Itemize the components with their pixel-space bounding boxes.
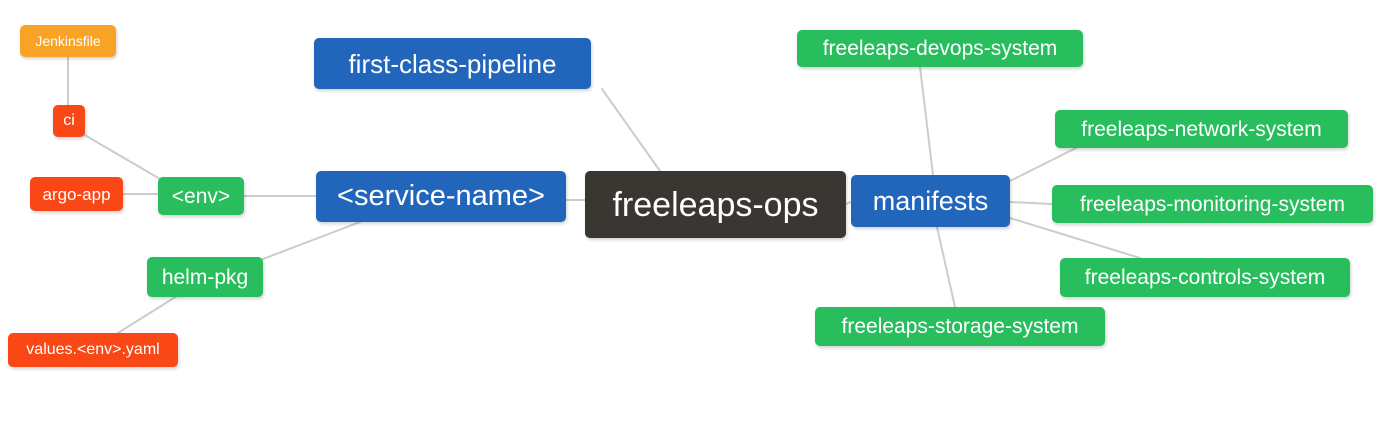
node-helm-pkg[interactable]: helm-pkg bbox=[147, 257, 263, 297]
node-freeleaps-storage-system[interactable]: freeleaps-storage-system bbox=[815, 307, 1105, 346]
node-argo-app[interactable]: argo-app bbox=[30, 177, 123, 211]
node-values-env-yaml[interactable]: values.<env>.yaml bbox=[8, 333, 178, 367]
edge-values-helm-pkg bbox=[117, 295, 178, 334]
edge-manifests-network bbox=[1007, 147, 1077, 183]
node-env[interactable]: <env> bbox=[158, 177, 244, 215]
edge-ci-env bbox=[82, 133, 161, 180]
node-ci[interactable]: ci bbox=[53, 105, 85, 137]
node-service-name[interactable]: <service-name> bbox=[316, 171, 566, 222]
node-freeleaps-ops-root[interactable]: freeleaps-ops bbox=[585, 171, 846, 238]
node-freeleaps-devops-system[interactable]: freeleaps-devops-system bbox=[797, 30, 1083, 67]
node-first-class-pipeline[interactable]: first-class-pipeline bbox=[314, 38, 591, 89]
node-jenkinsfile[interactable]: Jenkinsfile bbox=[20, 25, 116, 57]
edge-manifests-controls bbox=[1009, 217, 1141, 259]
edge-manifests-monitoring bbox=[1009, 201, 1053, 205]
node-freeleaps-monitoring-system[interactable]: freeleaps-monitoring-system bbox=[1052, 185, 1373, 223]
edge-ops-manifests bbox=[845, 201, 852, 205]
node-freeleaps-network-system[interactable]: freeleaps-network-system bbox=[1055, 110, 1348, 148]
edge-manifests-devops bbox=[919, 66, 934, 176]
edge-manifests-storage bbox=[936, 226, 956, 308]
node-manifests[interactable]: manifests bbox=[851, 175, 1010, 227]
node-freeleaps-controls-system[interactable]: freeleaps-controls-system bbox=[1060, 258, 1350, 297]
edge-helm-pkg-service-name bbox=[262, 221, 361, 260]
edge-pipeline-ops bbox=[601, 88, 661, 172]
